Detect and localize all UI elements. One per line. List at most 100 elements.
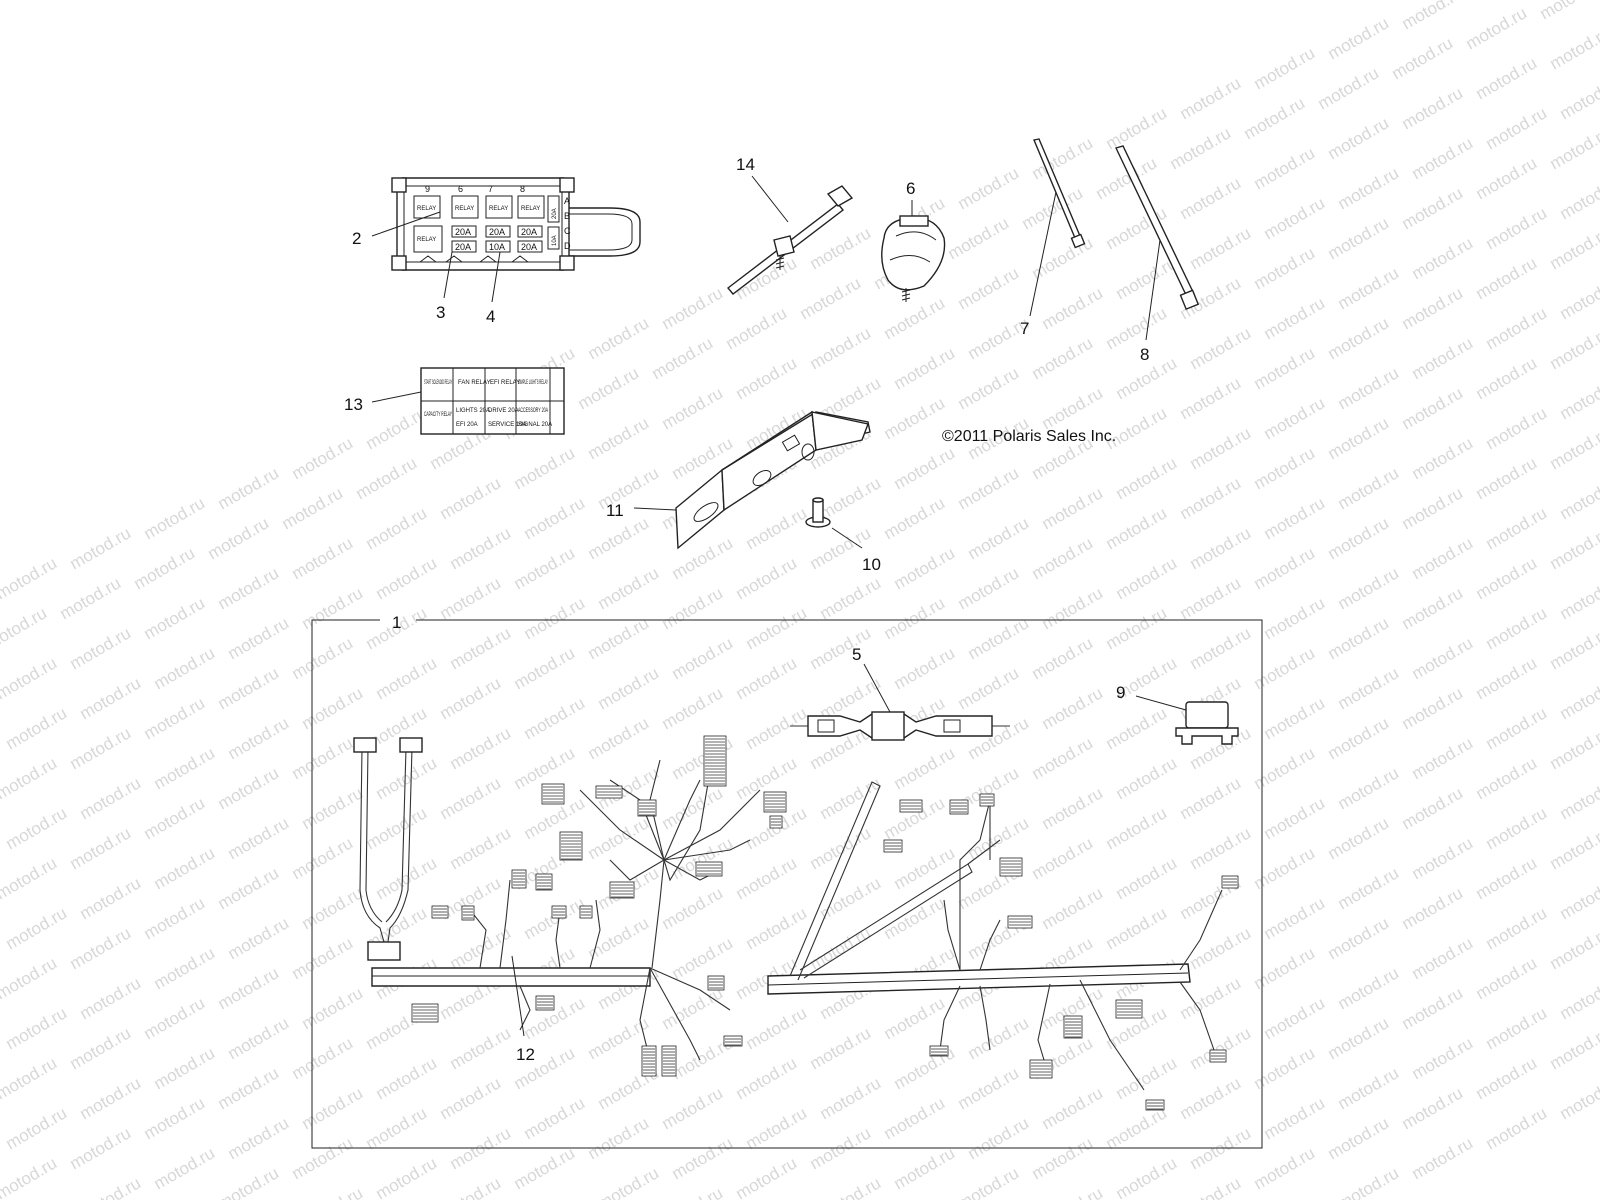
decal-cell: START SOLENOID RELAY bbox=[424, 380, 452, 386]
watermark-text: motod.ru bbox=[743, 1003, 811, 1053]
watermark-text: motod.ru bbox=[1039, 783, 1107, 833]
watermark-text: motod.ru bbox=[511, 1143, 579, 1193]
watermark-text: motod.ru bbox=[1251, 643, 1319, 693]
watermark-text: motod.ru bbox=[67, 923, 135, 973]
fuse-value: 10A bbox=[489, 242, 505, 252]
watermark-text: motod.ru bbox=[1483, 403, 1551, 453]
fuse-box-mark-6: 6 bbox=[458, 184, 463, 194]
row-letter-b: B bbox=[564, 211, 570, 221]
fuse-box-mark-7: 7 bbox=[488, 184, 493, 194]
watermark-text: motod.ru bbox=[289, 733, 357, 783]
watermark-text: motod.ru bbox=[1335, 363, 1403, 413]
watermark-text: motod.ru bbox=[575, 363, 643, 413]
watermark-text: motod.ru bbox=[659, 883, 727, 933]
watermark-text: motod.ru bbox=[141, 593, 209, 643]
watermark-text: motod.ru bbox=[1251, 743, 1319, 793]
connector-label-block bbox=[723, 1035, 743, 1047]
watermark-text: motod.ru bbox=[289, 433, 357, 483]
push-rivet bbox=[805, 497, 831, 528]
watermark-text: motod.ru bbox=[1325, 713, 1393, 763]
watermark-text: motod.ru bbox=[595, 663, 663, 713]
inline-fuse-holder bbox=[790, 711, 1010, 741]
watermark-text: motod.ru bbox=[1177, 473, 1245, 523]
watermark-text: motod.ru bbox=[1039, 1183, 1107, 1200]
watermark-text: motod.ru bbox=[817, 1173, 885, 1200]
watermark-text: motod.ru bbox=[353, 453, 421, 503]
watermark-text: motod.ru bbox=[1473, 653, 1541, 703]
watermark-text: motod.ru bbox=[373, 1153, 441, 1200]
watermark-text: motod.ru bbox=[1187, 1023, 1255, 1073]
watermark-text: motod.ru bbox=[955, 1163, 1023, 1200]
watermark-text: motod.ru bbox=[1187, 323, 1255, 373]
watermark-text: motod.ru bbox=[1187, 823, 1255, 873]
watermark-text: motod.ru bbox=[289, 633, 357, 683]
watermark-text: motod.ru bbox=[1483, 603, 1551, 653]
callout-7: 7 bbox=[1020, 191, 1057, 338]
watermark-text: motod.ru bbox=[521, 593, 589, 643]
connector-label-block bbox=[949, 799, 969, 815]
watermark-text: motod.ru bbox=[77, 673, 145, 723]
watermark-text: motod.ru bbox=[0, 653, 60, 703]
watermark-text: motod.ru bbox=[733, 553, 801, 603]
watermark-text: motod.ru bbox=[215, 863, 283, 913]
fuse-value: 20A bbox=[521, 227, 537, 237]
watermark-text: motod.ru bbox=[1483, 203, 1551, 253]
callout-number: 7 bbox=[1020, 319, 1029, 338]
watermark-text: motod.ru bbox=[437, 673, 505, 723]
watermark-text: motod.ru bbox=[1315, 63, 1383, 113]
watermark-text: motod.ru bbox=[3, 703, 71, 753]
watermark-text: motod.ru bbox=[965, 1013, 1033, 1063]
watermark-text: motod.ru bbox=[1325, 13, 1393, 63]
watermark-text: motod.ru bbox=[891, 643, 959, 693]
watermark-text: motod.ru bbox=[1177, 373, 1245, 423]
cable-tie-mount bbox=[726, 185, 854, 295]
watermark-text: motod.ru bbox=[289, 1133, 357, 1183]
watermark-text: motod.ru bbox=[1261, 493, 1329, 543]
watermark-text: motod.ru bbox=[1029, 533, 1097, 583]
watermark-text: motod.ru bbox=[733, 1053, 801, 1103]
watermark-text: motod.ru bbox=[1399, 183, 1467, 233]
relay-label: RELAY bbox=[417, 237, 436, 243]
watermark-text: motod.ru bbox=[1483, 503, 1551, 553]
watermark-text: motod.ru bbox=[1103, 1103, 1171, 1153]
watermark-text: motod.ru bbox=[151, 843, 219, 893]
watermark-text: motod.ru bbox=[1409, 1133, 1477, 1183]
watermark-text: motod.ru bbox=[1483, 1003, 1551, 1053]
watermark-text: motod.ru bbox=[659, 583, 727, 633]
watermark-text: motod.ru bbox=[1473, 453, 1541, 503]
callout-number: 9 bbox=[1116, 683, 1125, 702]
watermark-text: motod.ru bbox=[151, 743, 219, 793]
watermark-text: motod.ru bbox=[1251, 1143, 1319, 1193]
watermark-text: motod.ru bbox=[1399, 983, 1467, 1033]
decal-cell: EFI RELAY bbox=[490, 380, 520, 386]
watermark-text: motod.ru bbox=[1399, 783, 1467, 833]
watermark-text: motod.ru bbox=[595, 563, 663, 613]
watermark-text: motod.ru bbox=[1251, 543, 1319, 593]
watermark-text: motod.ru bbox=[1547, 623, 1600, 673]
watermark-text: motod.ru bbox=[743, 603, 811, 653]
watermark-text: motod.ru bbox=[1557, 573, 1600, 623]
callout-9: 9 bbox=[1116, 683, 1187, 711]
watermark-text: motod.ru bbox=[373, 553, 441, 603]
watermark-text: motod.ru bbox=[1113, 753, 1181, 803]
watermark-text: motod.ru bbox=[733, 353, 801, 403]
watermark-text: motod.ru bbox=[817, 573, 885, 623]
watermark-text: motod.ru bbox=[141, 893, 209, 943]
connector-label-block bbox=[1063, 1015, 1083, 1039]
fuse-value: 20A bbox=[489, 227, 505, 237]
watermark-text: motod.ru bbox=[585, 413, 653, 463]
watermark-text: motod.ru bbox=[1261, 793, 1329, 843]
relay-label: RELAY bbox=[521, 206, 540, 212]
decal-cell: ACCESSORY 20A bbox=[518, 408, 548, 414]
watermark-text: motod.ru bbox=[437, 473, 505, 523]
callout-number: 13 bbox=[344, 395, 363, 414]
relay-label: RELAY bbox=[489, 206, 508, 212]
watermark-text: motod.ru bbox=[225, 813, 293, 863]
watermark-text: motod.ru bbox=[1251, 1043, 1319, 1093]
watermark-text: motod.ru bbox=[1335, 1063, 1403, 1113]
watermark-text: motod.ru bbox=[1409, 333, 1477, 383]
watermark-text: motod.ru bbox=[1335, 563, 1403, 613]
watermark-text: motod.ru bbox=[0, 1153, 60, 1200]
watermark-text: motod.ru bbox=[373, 1053, 441, 1103]
